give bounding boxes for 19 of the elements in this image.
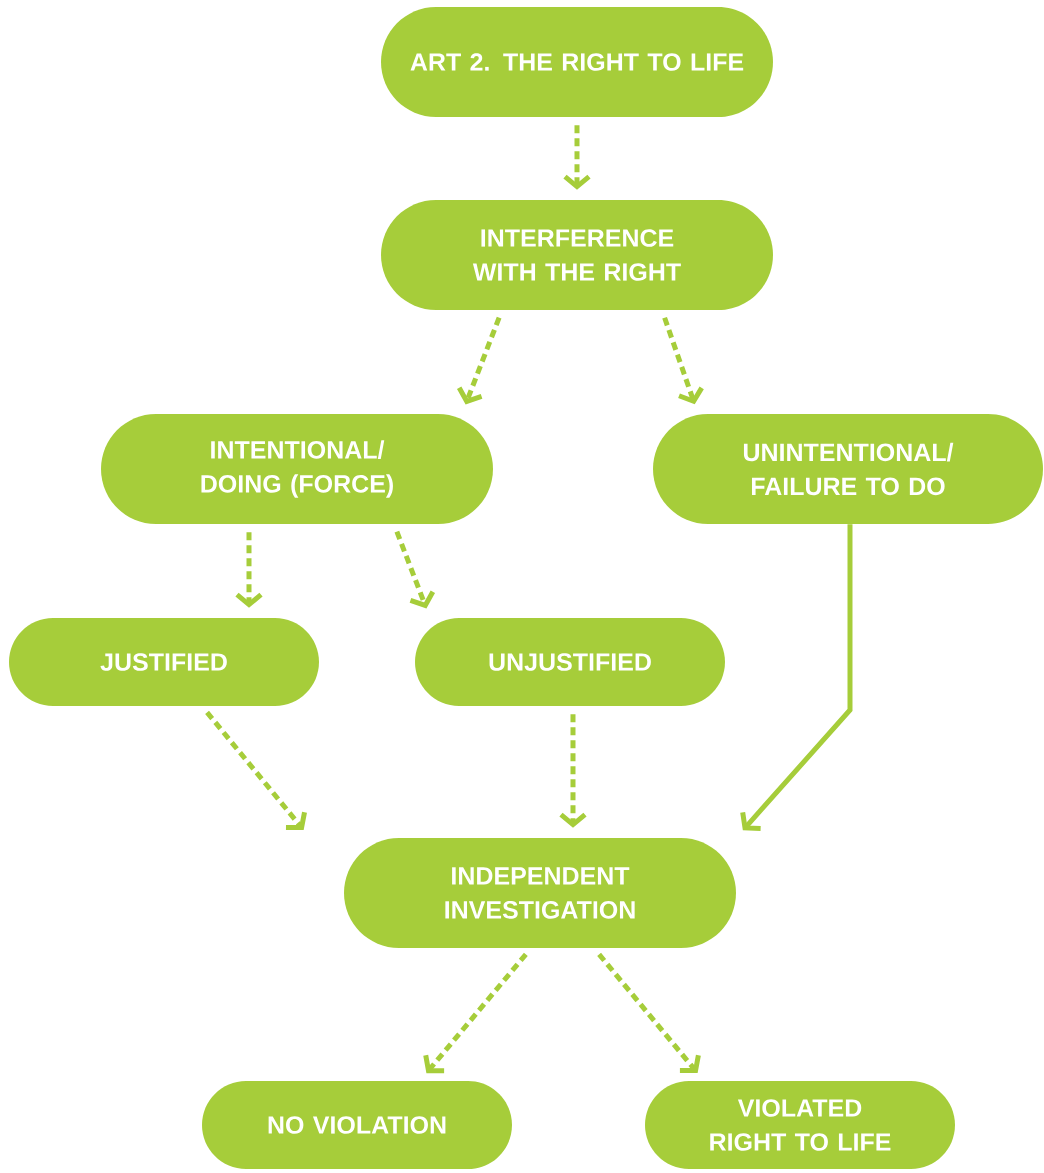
process-box: INTERFERENCE WITH THE RIGHT <box>381 200 773 310</box>
arrow <box>662 316 704 405</box>
arrow <box>423 952 528 1074</box>
arrow <box>559 714 587 828</box>
arrow <box>457 316 502 405</box>
process-box: ART 2. THE RIGHT TO LIFE <box>381 7 773 117</box>
process-box: INDEPENDENT INVESTIGATION <box>344 838 736 948</box>
arrow <box>597 952 701 1074</box>
process-box: NO VIOLATION <box>202 1081 512 1169</box>
arrow <box>563 125 591 190</box>
process-box: VIOLATED RIGHT TO LIFE <box>645 1081 955 1169</box>
process-box: INTENTIONAL/ DOING (FORCE) <box>101 414 493 524</box>
process-box: JUSTIFIED <box>9 618 319 706</box>
arrow <box>740 524 853 831</box>
arrow <box>205 710 307 831</box>
process-box: UNINTENTIONAL/ FAILURE TO DO <box>653 414 1043 524</box>
process-box: UNJUSTIFIED <box>415 618 725 706</box>
arrow <box>394 530 436 609</box>
arrow <box>235 532 263 608</box>
